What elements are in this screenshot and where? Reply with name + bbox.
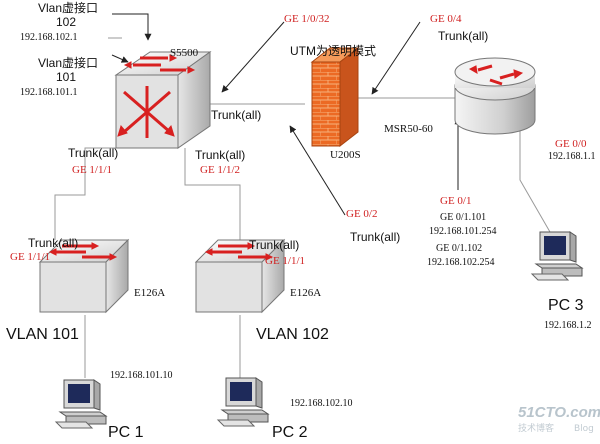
vlan-interface-102-ip: 192.168.102.1 (20, 32, 78, 43)
trunk-label-s5500-right: Trunk(all) (195, 148, 246, 162)
port-s5500-utm: GE 1/0/32 (284, 13, 330, 25)
port-e126a-1: GE 1/1/1 (10, 251, 51, 263)
pc-icon[interactable] (530, 231, 584, 281)
trunk-label-utm-down: Trunk(all) (350, 230, 401, 244)
router-icon[interactable] (454, 57, 536, 135)
router-name: MSR50-60 (384, 123, 433, 135)
pc-icon[interactable] (216, 377, 270, 427)
pc3-ip: 192.168.1.2 (544, 320, 592, 331)
link-msr-pc3 (519, 118, 551, 233)
port-msr-utm: GE 0/4 (430, 13, 462, 25)
vlan-interface-101-number: 101 (56, 70, 77, 84)
vlan-101-label: VLAN 101 (6, 326, 79, 343)
annotation-arrows (111, 13, 462, 216)
utm-name: U200S (330, 149, 361, 161)
port-s5500-left: GE 1/1/1 (72, 164, 113, 176)
core-switch-name: S5500 (170, 47, 199, 59)
vlan-interface-102-label: Vlan虚接口 (38, 1, 99, 15)
watermark-blog: Blog (574, 424, 594, 434)
pc-icon[interactable] (54, 379, 108, 429)
vlan-interface-101-ip: 192.168.101.1 (20, 87, 78, 98)
access-switch-icon[interactable] (38, 238, 130, 314)
trunk-label-e126a1: Trunk(all) (28, 236, 79, 250)
vlan-102-label: VLAN 102 (256, 326, 329, 343)
port-e126a-2: GE 1/1/1 (265, 255, 306, 267)
port-utm-down: GE 0/2 (346, 208, 378, 220)
msr-subif-101-name: GE 0/1.101 (440, 212, 487, 223)
vlan-interface-102-number: 102 (56, 15, 77, 29)
access-switch-1-name: E126A (134, 287, 166, 299)
trunk-label-s5500-left: Trunk(all) (68, 146, 119, 160)
link-s5500-e126a1 (54, 147, 120, 240)
connection-lines (54, 37, 551, 378)
pc3-name: PC 3 (548, 297, 584, 314)
vlan-interface-101-label: Vlan虚接口 (38, 56, 99, 70)
link-s5500-e126a2 (184, 148, 241, 240)
pc1-ip: 192.168.101.10 (110, 370, 173, 381)
port-s5500-right: GE 1/1/2 (200, 164, 241, 176)
trunk-label-e126a2: Trunk(all) (249, 238, 300, 252)
port-msr-pc3: GE 0/0 (555, 138, 587, 150)
trunk-label-s5500-utm: Trunk(all) (211, 108, 262, 122)
access-switch-icon[interactable] (194, 238, 286, 314)
access-switch-2-name: E126A (290, 287, 322, 299)
utm-mode-label: UTM为透明模式 (290, 44, 376, 58)
firewall-icon[interactable] (310, 46, 360, 148)
pc2-ip: 192.168.102.10 (290, 398, 353, 409)
watermark-sub: 技术博客 (518, 424, 555, 434)
pc2-name: PC 2 (272, 424, 308, 441)
msr-ge00-ip: 192.168.1.1 (548, 151, 596, 162)
port-msr-down: GE 0/1 (440, 195, 472, 207)
trunk-label-msr-utm: Trunk(all) (438, 29, 489, 43)
watermark-site: 51CTO.com (518, 404, 600, 421)
pc1-name: PC 1 (108, 424, 144, 441)
msr-subif-102-ip: 192.168.102.254 (427, 257, 495, 268)
msr-subif-101-ip: 192.168.101.254 (429, 226, 497, 237)
core-switch-icon[interactable] (114, 51, 212, 149)
msr-subif-102-name: GE 0/1.102 (436, 243, 483, 254)
